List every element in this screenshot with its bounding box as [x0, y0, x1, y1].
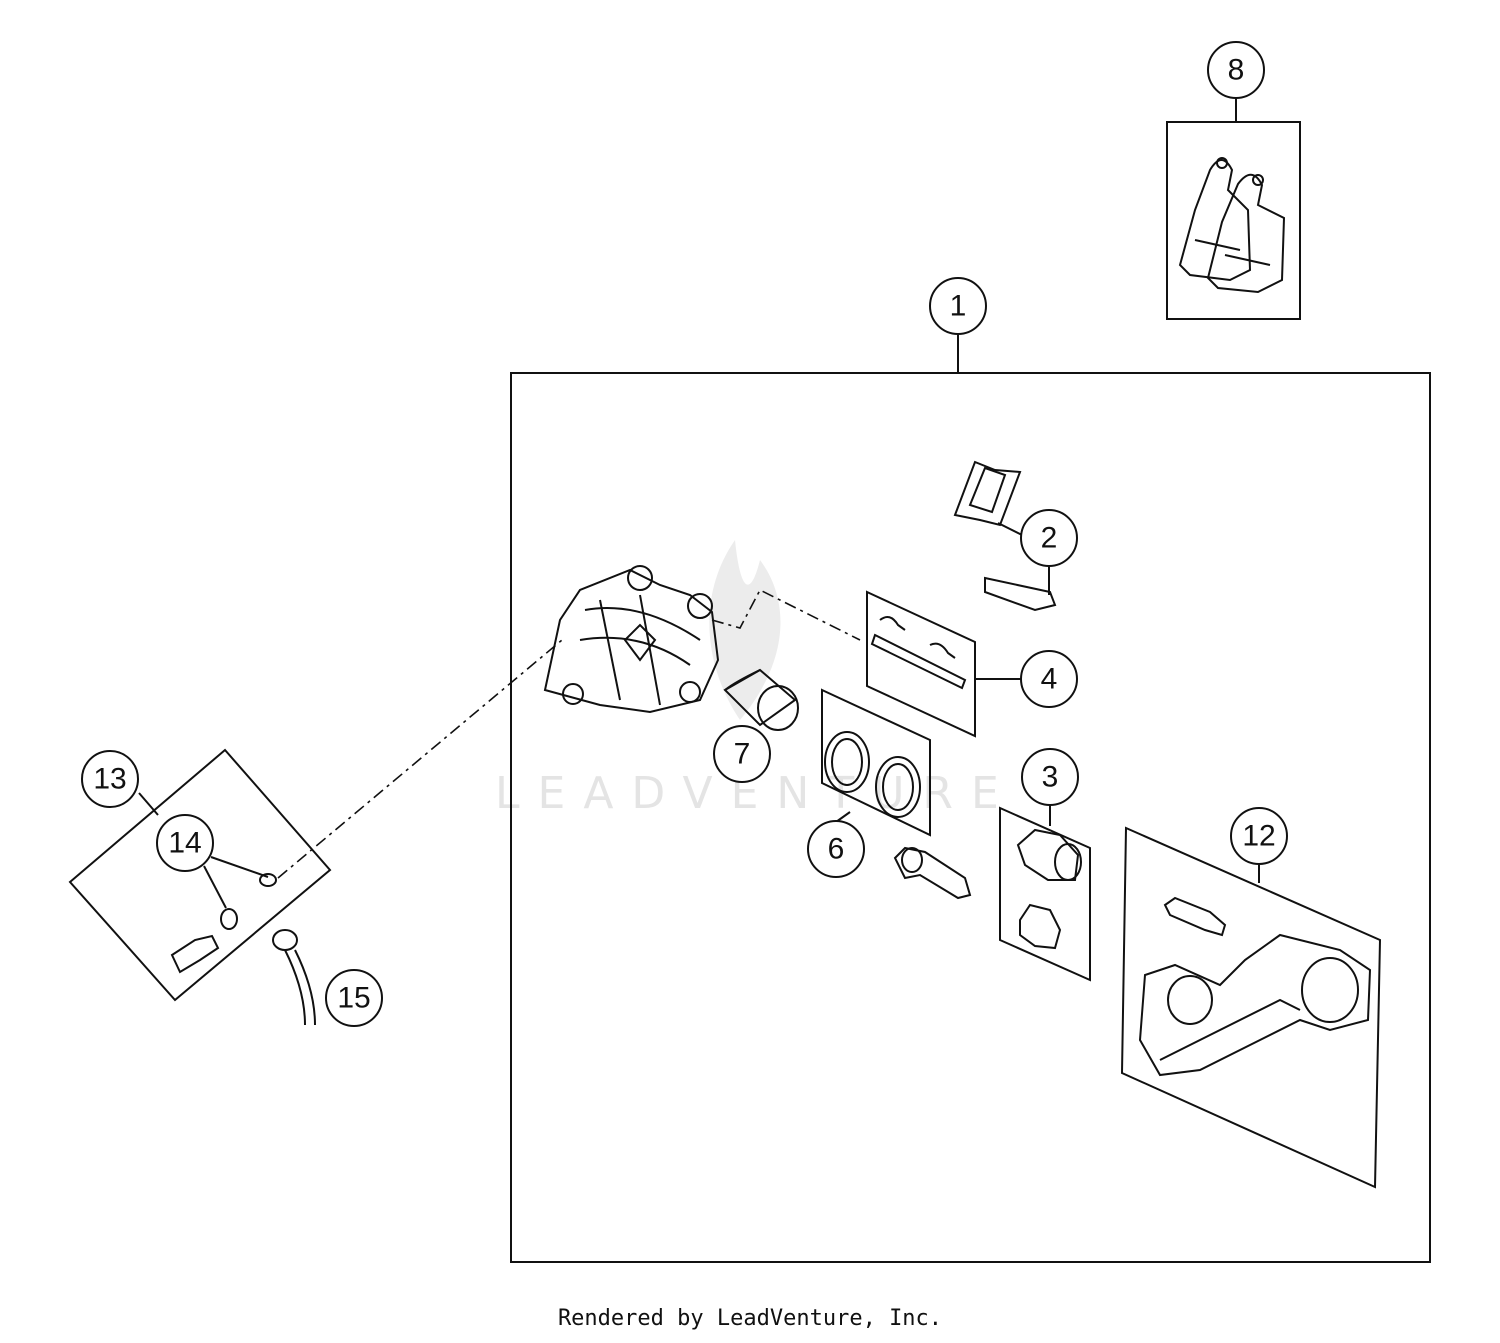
slide-pin [893, 846, 972, 900]
piston [723, 668, 799, 731]
watermark: LEADVENTURE [495, 540, 999, 819]
pad-spring-clip [953, 460, 1057, 612]
caliper-support-box [1120, 826, 1382, 1189]
callout-circles [81, 41, 1288, 1027]
callout-12: 12 [1242, 820, 1275, 853]
brake-pads-set [1166, 121, 1301, 320]
seal-kit-box [821, 688, 931, 837]
dashed-lines [277, 588, 861, 879]
caliper-pins-box [866, 590, 976, 738]
callout-7: 7 [734, 738, 751, 771]
callout-4: 4 [1041, 663, 1058, 696]
footer-credit: Rendered by LeadVenture, Inc. [557, 1306, 943, 1331]
assembly-box-1 [510, 372, 1431, 1263]
callout-15: 15 [337, 982, 370, 1015]
callout-13: 13 [93, 763, 126, 796]
bleeder-kit-box [68, 748, 332, 1002]
callout-1: 1 [950, 290, 967, 323]
callout-14: 14 [168, 827, 201, 860]
callout-2: 2 [1041, 522, 1058, 555]
callout-6: 6 [828, 833, 845, 866]
boots-box [999, 806, 1091, 982]
leader-lines [138, 98, 1260, 909]
callout-8: 8 [1228, 54, 1245, 87]
caliper-body [543, 565, 720, 714]
brake-line [272, 929, 316, 1026]
callout-labels: 1 8 2 4 3 6 7 12 13 14 15 [93, 54, 1275, 1015]
callout-3: 3 [1042, 761, 1059, 794]
